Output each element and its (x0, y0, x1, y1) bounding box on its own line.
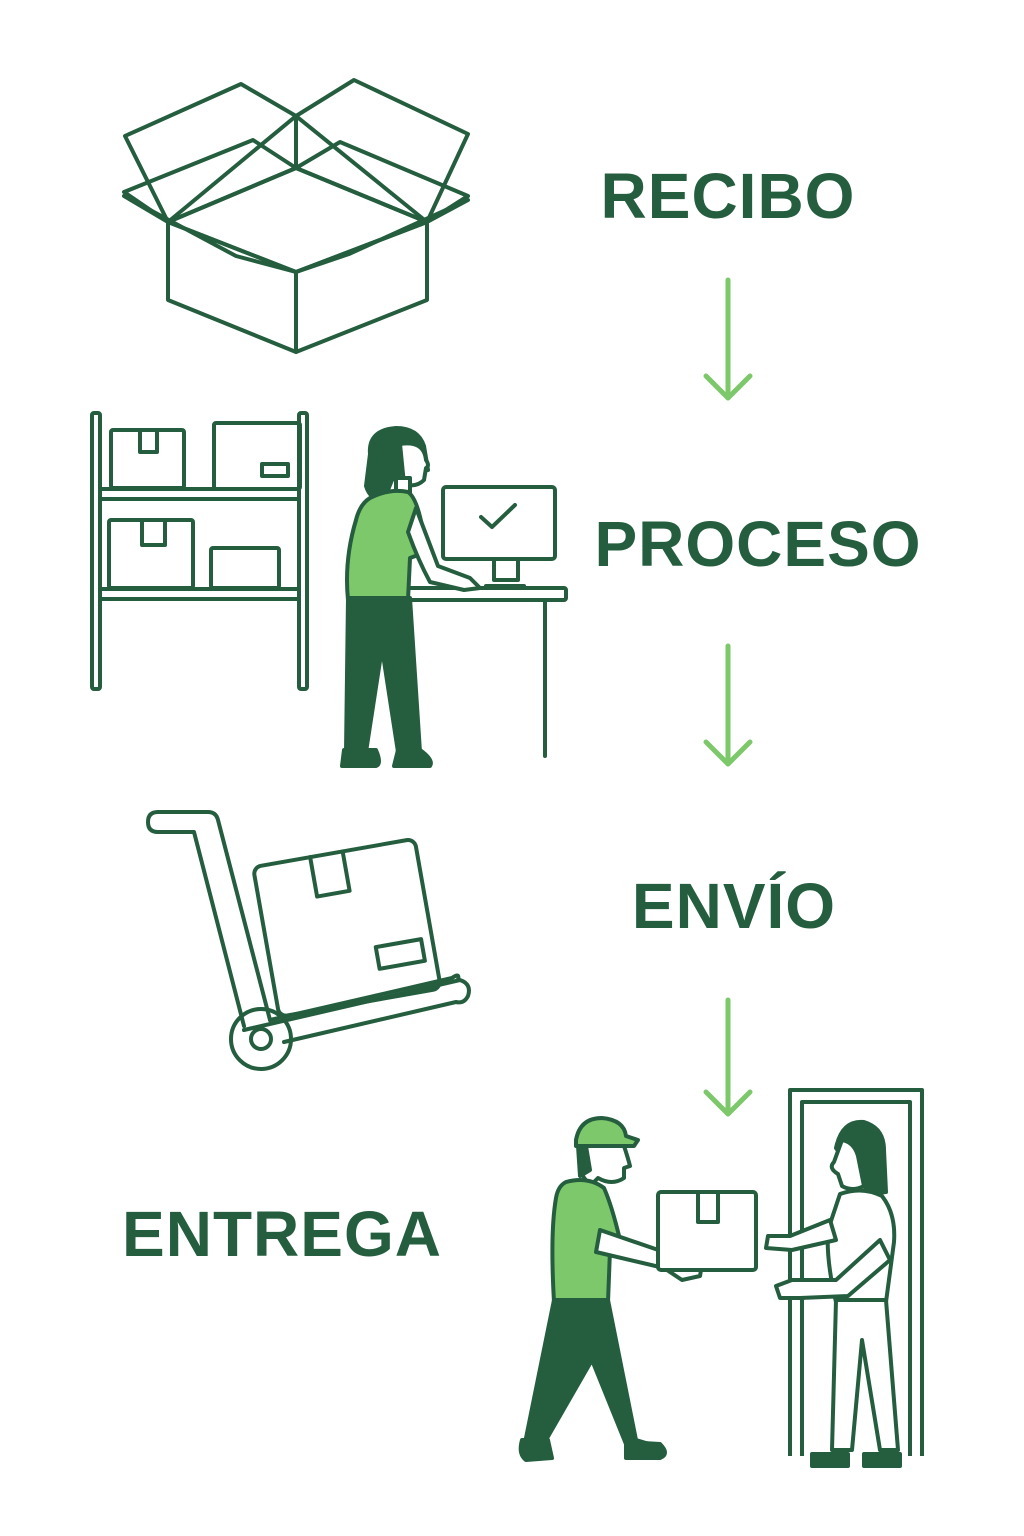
shelf-icon (90, 411, 309, 691)
warehouse-worker-icon (340, 426, 482, 768)
hand-truck-icon (146, 810, 471, 1071)
step-label-envio: ENVÍO (631, 870, 837, 942)
courier-icon (518, 1116, 704, 1462)
open-box-icon (122, 78, 470, 354)
step-label-entrega: ENTREGA (122, 1198, 442, 1270)
customer-icon (764, 1119, 902, 1468)
step-label-recibo: RECIBO (600, 160, 856, 232)
arrow-down-icon (703, 277, 753, 401)
arrow-down-icon (703, 643, 753, 767)
step-label-proceso: PROCESO (594, 508, 922, 580)
arrow-down-icon (703, 997, 753, 1117)
package-icon (656, 1190, 758, 1272)
